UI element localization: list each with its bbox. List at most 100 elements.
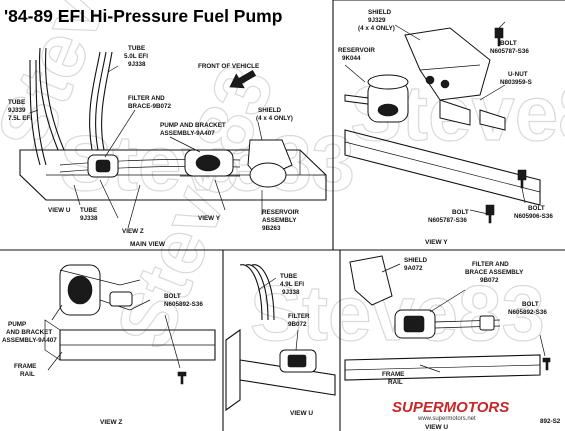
main-pump-l1: PUMP AND BRACKET (160, 122, 226, 129)
ur-filter-l3: 9B072 (480, 277, 499, 284)
z-pump-l3: ASSEMBLY-9A407 (2, 337, 57, 344)
ur-frame-l1: FRAME (382, 371, 404, 378)
view-u-right-bolt (542, 357, 551, 371)
main-reservoir-l3: 9B263 (262, 225, 281, 232)
view-y-brackets (425, 75, 506, 131)
supermotors-logo: SUPERMOTORS www.supermotors.net (392, 399, 509, 422)
um-filter-l2: 9B072 (288, 321, 307, 328)
view-z-pump (59, 264, 151, 316)
main-fuel-tubes (29, 47, 241, 173)
main-filter-brace (87, 154, 119, 178)
z-frame-l1: FRAME (14, 363, 36, 370)
front-arrow-icon (229, 69, 257, 89)
main-reservoir-l2: ASSEMBLY (262, 217, 297, 224)
view-u-right-filter (394, 309, 501, 339)
y-boltbl-l2: N605787-S36 (428, 217, 467, 224)
ur-bolt-l2: N605892-S36 (508, 309, 547, 316)
y-bolttop-l1: BOLT (500, 40, 517, 47)
um-tube-l1: TUBE (280, 273, 297, 280)
main-filter-l1: FILTER AND (128, 95, 165, 102)
z-pump-l1: PUMP (8, 321, 26, 328)
um-filter-l1: FILTER (288, 313, 310, 320)
view-z-caption: VIEW Z (100, 419, 122, 426)
um-tube-l2: 4.9L EFI (280, 281, 304, 288)
y-boltbr-l2: N605906-S36 (514, 213, 553, 220)
view-y-caption: VIEW Y (425, 239, 448, 246)
main-pump-assembly (180, 149, 240, 177)
main-tube75-l3: 7.5L EFI (8, 115, 32, 122)
main-tube50-l2: 5.0L EFI (124, 53, 148, 60)
main-shield-l1: SHIELD (258, 107, 282, 114)
main-tube50-l1: TUBE (128, 45, 145, 52)
main-pump-l2: ASSEMBLY-9A407 (160, 130, 215, 137)
ur-label-bolt-corner: 892-S2 (540, 418, 561, 425)
view-z-bolt (177, 371, 187, 385)
view-u-right-caption: VIEW U (425, 424, 448, 431)
main-label-front: FRONT OF VEHICLE (198, 63, 259, 70)
main-label-view-z: VIEW Z (122, 228, 144, 235)
main-shield-l2: (4 x 4 ONLY) (256, 115, 293, 122)
y-shield-l1: SHIELD (368, 9, 392, 16)
view-z-frame (44, 319, 216, 361)
view-u-right-shield (349, 255, 393, 306)
view-u-mid-caption: VIEW U (290, 410, 313, 417)
brand-name: SUPERMOTORS (392, 399, 509, 416)
page-title: '84-89 EFI Hi-Pressure Fuel Pump (4, 6, 282, 26)
view-y-reservoir (344, 74, 409, 123)
main-leaders (29, 65, 263, 229)
z-bolt-l1: BOLT (164, 293, 181, 300)
view-u-right-frame (344, 354, 541, 381)
y-shield-l2: 9J329 (368, 17, 386, 24)
view-u-mid-tubes (239, 264, 275, 321)
main-tube9j338-l2: 9J338 (80, 215, 98, 222)
z-bolt-l2: N605892-S36 (164, 301, 203, 308)
y-boltbr-l1: BOLT (528, 205, 545, 212)
view-u-right-leaders (381, 263, 546, 373)
y-boltbl-l1: BOLT (452, 209, 469, 216)
view-u-mid-leaders (257, 277, 299, 351)
ur-shield-l1: SHIELD (404, 257, 428, 264)
main-reservoir-l1: RESERVOIR (262, 209, 299, 216)
main-tube75-l2: 9J339 (8, 107, 26, 114)
ur-frame-l2: RAIL (388, 379, 403, 386)
ur-bolt-l1: BOLT (522, 301, 539, 308)
view-y-shield (404, 27, 491, 101)
main-shield (247, 139, 293, 188)
view-u-mid-filter (279, 349, 317, 373)
ur-shield-l2: 9A072 (404, 265, 423, 272)
z-frame-l2: RAIL (20, 371, 35, 378)
main-label-shield: SHIELD(4 x 4 ONLY) (256, 107, 293, 122)
brand-url: www.supermotors.net (417, 416, 476, 422)
y-unut-l1: U-NUT (508, 71, 528, 78)
main-view-caption: MAIN VIEW (130, 241, 166, 248)
y-reservoir-l1: RESERVOIR (338, 47, 375, 54)
main-filter-l2: BRACE-9B072 (128, 103, 172, 110)
main-tube75-l1: TUBE (8, 99, 25, 106)
y-unut-l2: N803959-S (500, 79, 532, 86)
view-y-leaders (344, 21, 526, 215)
